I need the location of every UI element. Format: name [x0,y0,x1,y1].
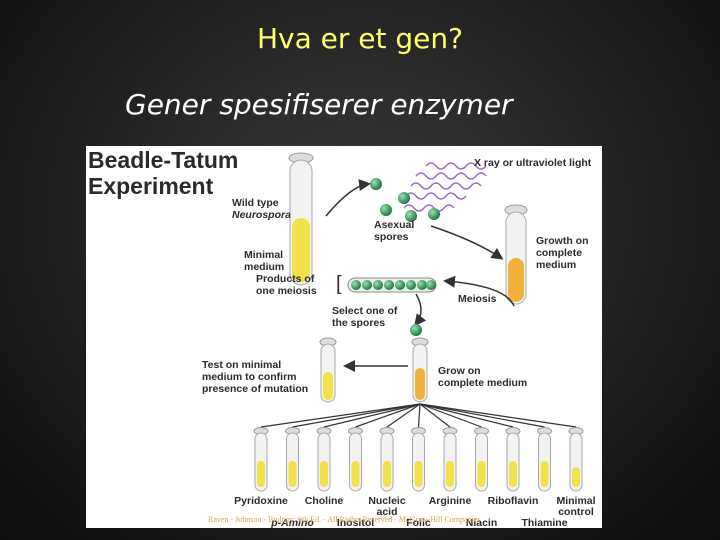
nutrient-tube [348,427,363,492]
label-neurospora: Neurospora [232,209,291,221]
nutrient-tube-row [253,427,584,492]
label-complete-medium: complete medium [438,377,527,389]
fan-arrow [419,403,514,428]
nutrient-tube [379,427,395,492]
fan-arrow [292,403,421,428]
tube-label-top: Minimal [556,495,595,507]
nutrient-tube [505,427,521,492]
wild-type-tube [288,152,314,286]
label-presence-mutation: presence of mutation [202,383,308,395]
minimal-test-tube [319,337,337,403]
fan-arrow [419,403,482,428]
figure-heading-line2: Experiment [88,173,214,199]
label-medium: medium [536,259,576,271]
label-the-spores: the spores [332,317,385,329]
ascus: [ [336,273,437,295]
asexual-spores [370,178,440,222]
label-medium-to-confirm: medium to confirm [202,371,297,383]
label-complete: complete [536,247,582,259]
label-spores: spores [374,231,409,243]
xray-waves [403,162,487,212]
nutrient-tube [442,427,458,492]
complete-medium-tube [411,337,429,403]
slide-subtitle: Gener spesifiserer enzymer [125,88,513,121]
nutrient-tube [285,427,300,492]
tube-label-bottom: Niacin [466,517,498,528]
label-meiosis: Meiosis [458,293,497,305]
figure-credit: Raven - Johnson - Biology: 6th Ed. - All… [208,515,480,524]
label-test-on: Test on minimal [202,359,281,371]
label-xray: X ray or ultraviolet light [474,157,592,169]
beadle-tatum-figure: Beadle-Tatum Experiment Wild type Neuros… [86,146,602,528]
slide-title: Hva er et gen? [256,22,464,55]
fan-arrows [260,403,577,428]
fan-arrow [323,403,421,428]
fan-arrow [419,403,577,428]
fan-arrow [260,403,421,428]
fan-arrow [419,403,545,428]
tube-label-top: Choline [305,495,344,507]
label-grow-on: Grow on [438,365,481,377]
selected-spore [410,324,422,336]
nutrient-tube [474,427,489,492]
label-wild-type: Wild type [232,197,279,209]
tube-label-top-line2: acid [376,506,397,518]
fan-arrow [355,403,421,428]
label-growth-on: Growth on [536,235,589,247]
fan-arrow [386,403,421,428]
tube-label-top-line2: control [558,506,594,518]
label-select-one: Select one of [332,305,398,317]
tube-label-top: Riboflavin [488,495,539,507]
growth-tube [504,204,528,305]
nutrient-tube [411,427,426,492]
tube-label-bottom: p-Amino [270,517,314,528]
fan-arrow [417,403,421,428]
svg-text:[: [ [336,273,342,295]
label-minimal-medium-2: medium [244,261,284,273]
figure-heading-line1: Beadle-Tatum [88,147,238,173]
label-products-of: Products of [256,273,315,285]
tube-label-bottom: Thiamine [521,517,567,528]
tube-label-top: Nucleic [368,495,406,507]
label-minimal-medium-1: Minimal [244,249,283,261]
nutrient-tube [568,427,584,492]
nutrient-tube [537,427,552,492]
fan-arrow [419,403,451,428]
tube-label-bottom: Inositol [337,517,374,528]
tube-label-bottom: Folic [406,517,431,528]
tube-label-top: Arginine [429,495,472,507]
label-one-meiosis: one meiosis [256,285,317,297]
label-asexual: Asexual [374,219,414,231]
nutrient-tube [316,427,332,492]
nutrient-tube [253,427,269,492]
tube-label-top: Pyridoxine [234,495,288,507]
